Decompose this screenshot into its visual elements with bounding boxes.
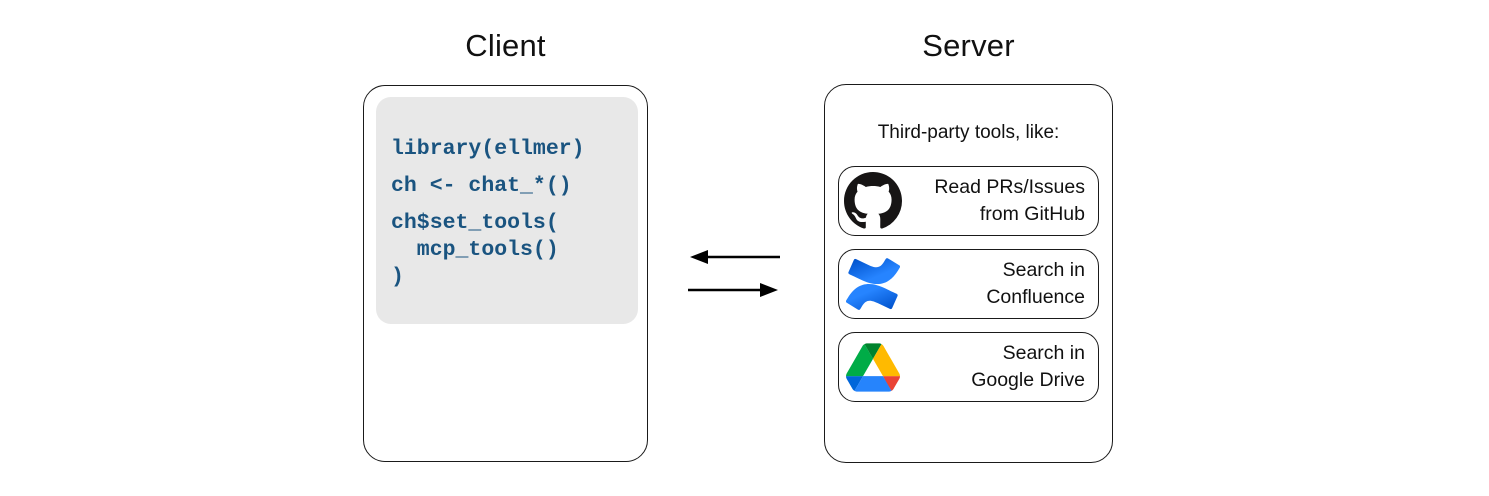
- code-statement-chat: ch <- chat_*(): [391, 174, 572, 198]
- tool-label-line1: Search in: [1002, 259, 1085, 281]
- tool-label-line2: Google Drive: [971, 369, 1085, 391]
- bidirectional-arrows: [688, 250, 780, 297]
- tool-card-confluence-label: Search in Confluence: [986, 257, 1085, 311]
- server-title: Server: [922, 28, 1015, 63]
- server-box: Third-party tools, like: Read PRs/Issues…: [824, 84, 1113, 463]
- code-block: library(ellmer) ch <- chat_*() ch$set_to…: [376, 97, 638, 324]
- client-title: Client: [465, 28, 546, 63]
- tool-label-line2: from GitHub: [979, 203, 1085, 225]
- right-arrow-icon: [688, 283, 778, 297]
- tool-card-github-label: Read PRs/Issues from GitHub: [934, 174, 1085, 228]
- left-arrow-icon: [690, 250, 780, 264]
- tool-card-google-drive-label: Search in Google Drive: [971, 340, 1085, 394]
- code-statement-library: library(ellmer): [391, 137, 585, 161]
- google-drive-icon: [843, 337, 903, 397]
- tool-label-line2: Confluence: [986, 286, 1085, 308]
- tool-card-google-drive: Search in Google Drive: [838, 332, 1099, 402]
- github-icon: [843, 171, 903, 231]
- tool-card-github: Read PRs/Issues from GitHub: [838, 166, 1099, 236]
- server-subtitle: Third-party tools, like:: [877, 122, 1060, 143]
- client-box: library(ellmer) ch <- chat_*() ch$set_to…: [363, 85, 648, 462]
- tool-card-confluence: Search in Confluence: [838, 249, 1099, 319]
- tool-label-line1: Read PRs/Issues: [934, 176, 1085, 198]
- confluence-icon: [843, 254, 903, 314]
- tool-label-line1: Search in: [1002, 342, 1085, 364]
- code-statement-set-tools: ch$set_tools( mcp_tools() ): [391, 211, 559, 289]
